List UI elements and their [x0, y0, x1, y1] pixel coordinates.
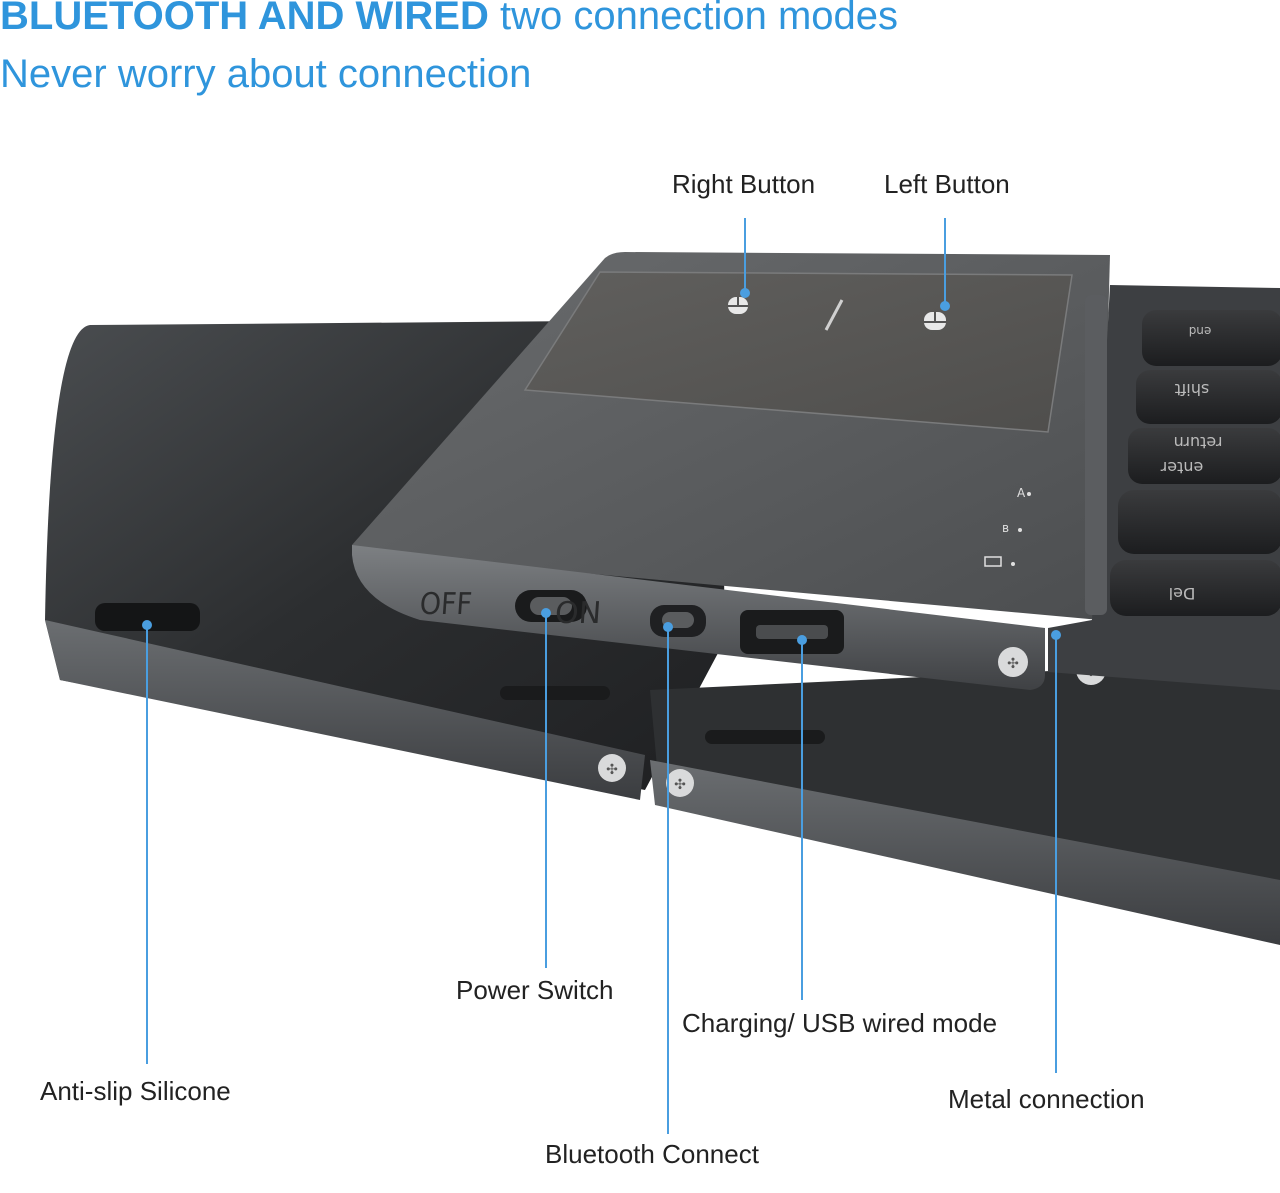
switch-on-label: ON: [554, 596, 602, 631]
callout-right-button: Right Button: [672, 169, 816, 199]
headline-bold: BLUETOOTH AND WIRED: [0, 0, 489, 38]
base-slot: [500, 686, 610, 700]
callout-metal-connection: Metal connection: [948, 1084, 1145, 1114]
base-panel-right-edge: [650, 760, 1280, 945]
touchpad-left-button-icon: [924, 312, 946, 330]
svg-text:✣: ✣: [606, 762, 618, 778]
touchpad-divider: [824, 299, 844, 331]
svg-text:shift: shift: [1175, 380, 1210, 399]
svg-text:✣: ✣: [1007, 656, 1019, 672]
callout-bluetooth-connect: Bluetooth Connect: [545, 1139, 759, 1169]
svg-text:ʙ: ʙ: [1002, 521, 1009, 535]
callout-left-button: Left Button: [884, 169, 1010, 199]
hinge-screw: [666, 769, 694, 797]
callout-lines: [142, 218, 1061, 1134]
callout-anti-slip: Anti-slip Silicone: [40, 1076, 231, 1106]
switch-off-label: OFF: [419, 587, 474, 622]
subheadline: Never worry about connection: [0, 52, 532, 96]
base-panel-left-edge: [45, 620, 645, 800]
anti-slip-pad: [95, 603, 200, 631]
hinge-bar: [1085, 295, 1107, 615]
keys: end shift return enter Del: [1110, 310, 1280, 616]
svg-text:end: end: [1189, 324, 1212, 338]
headline: BLUETOOTH AND WIRED two connection modes: [0, 0, 898, 36]
callout-charging-usb: Charging/ USB wired mode: [682, 1008, 998, 1038]
svg-text:A: A: [1017, 486, 1026, 500]
headline-rest: two connection modes: [500, 0, 899, 38]
svg-text:return: return: [1174, 433, 1223, 452]
plate-screw: [998, 647, 1028, 677]
touchpad-right-button-icon: [728, 297, 748, 314]
svg-text:Del: Del: [1169, 584, 1196, 603]
svg-text:✣: ✣: [674, 777, 686, 793]
base-slot: [705, 730, 825, 744]
power-switch-knob: [530, 597, 572, 615]
svg-text:enter: enter: [1160, 458, 1203, 477]
callout-power-switch: Power Switch: [456, 975, 614, 1005]
hinge-screw: [598, 754, 626, 782]
